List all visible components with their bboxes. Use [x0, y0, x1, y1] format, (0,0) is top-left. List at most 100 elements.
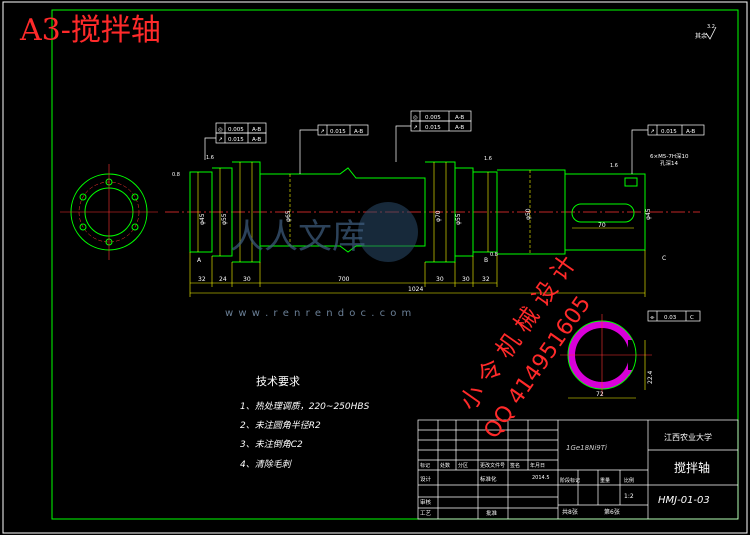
diameter-label: φ45 [199, 213, 206, 225]
svg-text:标记: 标记 [420, 462, 430, 469]
svg-text:0.005: 0.005 [228, 127, 244, 133]
svg-text:0.8: 0.8 [490, 252, 498, 258]
dim-24: 24 [219, 276, 227, 283]
hidden-lines [197, 162, 531, 262]
shaft-main-view [189, 161, 646, 263]
svg-text:1.6: 1.6 [610, 163, 618, 169]
material: 1Ge18Ni9Ti [566, 444, 607, 452]
svg-text:A-B: A-B [455, 125, 464, 131]
svg-text:2014.5: 2014.5 [532, 475, 550, 481]
diameter-label: φ55 [455, 213, 462, 225]
svg-text:重量: 重量 [600, 477, 610, 484]
svg-text:工艺: 工艺 [420, 510, 432, 517]
sheet-number: 第6张 [604, 508, 620, 516]
roughness-symbol-icon [705, 26, 717, 40]
section-view: 72 22.4 [560, 314, 654, 399]
diameter-label: φ70 [435, 210, 442, 222]
svg-text:1.6: 1.6 [484, 156, 492, 162]
school-name: 江西农业大学 [664, 432, 712, 442]
dim-32: 32 [198, 276, 206, 283]
dimension-labels: 32 24 30 700 30 30 32 1024 70 6×M5-7H深10… [198, 152, 689, 293]
svg-text:A-B: A-B [455, 115, 464, 121]
scale: 1:2 [624, 493, 634, 500]
svg-text:处数: 处数 [440, 462, 450, 469]
tolerance-frames [204, 110, 705, 322]
dim-32b: 32 [482, 276, 490, 283]
drawing-number: HMJ-01-03 [658, 495, 710, 506]
roughness-marks: 1.6 1.6 1.6 0.8 0.8 [172, 155, 618, 258]
dim-30b: 30 [436, 276, 444, 283]
roughness-note: 其余 [695, 32, 707, 40]
svg-text:↗: ↗ [320, 129, 325, 135]
thread-note: 6×M5-7H深10 [650, 152, 689, 160]
thread-note-2: 孔深14 [660, 159, 678, 167]
dim-section-width: 72 [596, 391, 604, 398]
svg-text:分区: 分区 [458, 462, 468, 469]
svg-text:C: C [690, 315, 694, 321]
roughness-value: 3.2 [707, 24, 715, 30]
dim-30: 30 [243, 276, 251, 283]
datum-labels: A B C [197, 255, 666, 264]
svg-text:A: A [197, 257, 202, 264]
svg-text:0.015: 0.015 [330, 129, 346, 135]
svg-text:年月日: 年月日 [530, 462, 545, 469]
svg-text:1.6: 1.6 [206, 155, 214, 161]
svg-text:签名: 签名 [510, 462, 520, 469]
svg-text:A-B: A-B [252, 127, 261, 133]
sheets-total: 共8张 [562, 508, 578, 516]
diameter-label: φ45 [645, 208, 652, 220]
svg-text:B: B [484, 257, 488, 264]
dim-keyway: 70 [598, 222, 606, 229]
svg-text:比例: 比例 [624, 477, 634, 484]
dim-overall: 1024 [408, 286, 423, 293]
page-title: A3-搅拌轴 [19, 13, 161, 48]
inner-frame [51, 9, 739, 520]
tolerance-texts: ◎ 0.005 A-B ↗ 0.015 A-B ↗ 0.015 A-B ◎ 0.… [218, 115, 695, 321]
diameter-label: φ50 [525, 208, 532, 220]
diameter-label: φ55 [221, 213, 228, 225]
tech-item: 3、未注倒角C2 [240, 439, 303, 450]
svg-text:C: C [662, 255, 666, 262]
end-view [60, 164, 158, 260]
svg-text:标准化: 标准化 [480, 475, 497, 483]
svg-text:0.015: 0.015 [228, 137, 244, 143]
svg-text:0.015: 0.015 [425, 125, 441, 131]
diameter-label: φ65 [285, 210, 292, 222]
svg-text:设计: 设计 [420, 475, 432, 483]
watermark-logo-text: 人人文库 [230, 217, 366, 257]
svg-text:阶段标记: 阶段标记 [560, 477, 580, 484]
svg-text:◎: ◎ [218, 127, 223, 133]
svg-text:更改文件号: 更改文件号 [480, 462, 505, 469]
svg-text:A-B: A-B [686, 129, 695, 135]
title-block-texts: 1Ge18Ni9Ti 江西农业大学 搅拌轴 HMJ-01-03 1:2 共8张 … [420, 432, 712, 517]
dim-section-depth: 22.4 [647, 370, 654, 384]
tech-requirements: 技术要求 1、热处理调质，220~250HBS 2、未注圆角半径R2 3、未注倒… [240, 375, 370, 470]
svg-text:审核: 审核 [420, 498, 432, 506]
svg-text:0.03: 0.03 [664, 315, 677, 321]
svg-text:↗: ↗ [413, 125, 418, 131]
tech-item: 4、清除毛刺 [240, 459, 293, 470]
svg-text:A-B: A-B [354, 129, 363, 135]
svg-text:0.015: 0.015 [661, 129, 677, 135]
watermark-site: w w w . r e n r e n d o c . c o m [225, 308, 412, 319]
title-block [417, 419, 739, 520]
diameter-labels: φ45 φ55 φ65 φ70 φ55 φ50 φ45 [199, 208, 652, 225]
part-name: 搅拌轴 [674, 460, 710, 475]
tech-title: 技术要求 [256, 375, 300, 388]
svg-text:0.005: 0.005 [425, 115, 441, 121]
svg-text:↗: ↗ [218, 137, 223, 143]
svg-text:0.8: 0.8 [172, 172, 180, 178]
svg-text:⌯: ⌯ [650, 315, 655, 321]
svg-text:↗: ↗ [650, 129, 655, 135]
dim-30c: 30 [462, 276, 470, 283]
svg-text:批准: 批准 [486, 509, 498, 517]
tech-item: 1、热处理调质，220~250HBS [240, 401, 370, 412]
dim-700: 700 [338, 276, 350, 283]
tech-item: 2、未注圆角半径R2 [240, 420, 321, 431]
svg-text:◎: ◎ [413, 115, 418, 121]
svg-text:A-B: A-B [252, 137, 261, 143]
dimension-lines [189, 227, 646, 297]
